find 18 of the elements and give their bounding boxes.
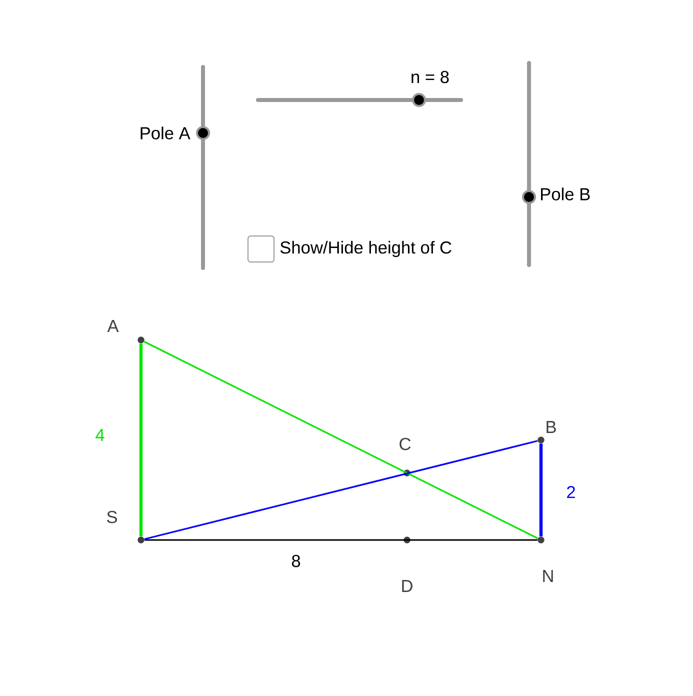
checkbox-label: Show/Hide height of C: [280, 240, 452, 258]
edge-label: 4: [94, 428, 106, 442]
point-label: D: [402, 580, 412, 592]
line-segment: [539, 444, 543, 536]
pole-label: Pole A: [140, 126, 190, 140]
pole-label: Pole B: [541, 188, 590, 200]
point-label: C: [400, 438, 411, 450]
point-label: B: [546, 421, 556, 433]
slider-value: n = 8: [412, 70, 449, 84]
edge-label: 8: [290, 554, 302, 568]
line-segment: [139, 344, 143, 536]
point-label: N: [543, 570, 553, 582]
line-segment: [144, 440, 538, 540]
edge-label: 2: [564, 484, 578, 500]
line-segment: [144, 539, 538, 541]
point-label: A: [107, 320, 119, 332]
line-segment: [144, 340, 538, 540]
point-label: S: [107, 510, 117, 524]
